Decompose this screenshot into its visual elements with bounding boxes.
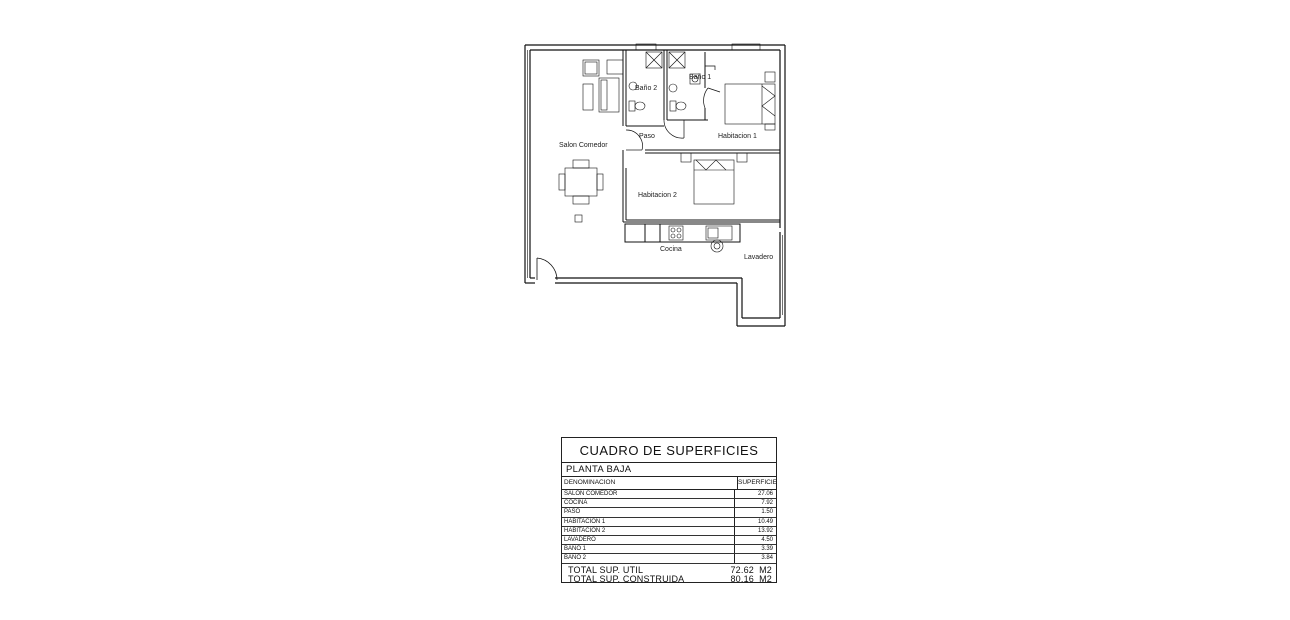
table-row: BAÑO 2 3.84 bbox=[562, 554, 776, 564]
table-header-row: DENOMINACION SUPERFICIE bbox=[562, 477, 778, 490]
row-name: BAÑO 2 bbox=[562, 554, 735, 563]
table-row: BAÑO 1 3.39 bbox=[562, 545, 776, 555]
label-cocina: Cocina bbox=[660, 246, 682, 253]
row-area: 1.50 bbox=[761, 509, 773, 516]
table-row: HABITACION 2 13.92 bbox=[562, 526, 776, 536]
label-habitacion-2: Habitacion 2 bbox=[638, 192, 677, 199]
row-name: LAVADERO bbox=[562, 535, 735, 545]
interior-doors bbox=[625, 65, 721, 151]
row-area: 27.06 bbox=[757, 491, 773, 497]
table-body: SALON COMEDOR 27.06 COCINA 7.92 PASO 1.50 H… bbox=[562, 490, 776, 564]
total-construida-value: 80.16 bbox=[730, 574, 754, 584]
row-area: 3.39 bbox=[761, 546, 773, 553]
table-row: HABITACION 1 10.49 bbox=[562, 517, 776, 527]
row-area: 10.49 bbox=[757, 518, 773, 525]
total-util-label: TOTAL SUP. UTIL bbox=[568, 564, 644, 575]
table-totals: TOTAL SUP. UTIL 72.62 M2 TOTAL SUP. CONS… bbox=[562, 564, 776, 585]
table-row: PASO 1.50 bbox=[562, 508, 776, 518]
label-habitacion-1: Habitacion 1 bbox=[718, 133, 757, 140]
bedroom-furniture bbox=[680, 71, 776, 205]
row-name: COCINA bbox=[562, 499, 735, 508]
total-util-row: TOTAL SUP. UTIL 72.62 M2 bbox=[568, 564, 772, 576]
label-bano-2: Baño 2 bbox=[635, 85, 657, 92]
total-construida-unit: M2 bbox=[759, 574, 772, 584]
row-name: SALON COMEDOR bbox=[562, 490, 735, 499]
row-area: 4.50 bbox=[761, 536, 773, 543]
facade-window bbox=[527, 49, 560, 278]
table-title: CUADRO DE SUPERFICIES bbox=[562, 438, 776, 463]
living-furniture bbox=[558, 59, 624, 223]
label-bano-1: Baño 1 bbox=[689, 74, 711, 81]
col-area-header: SUPERFICIE bbox=[738, 479, 778, 486]
row-name: HABITACION 2 bbox=[562, 526, 735, 535]
total-construida-label: TOTAL SUP. CONSTRUIDA bbox=[568, 574, 685, 584]
row-area: 13.92 bbox=[757, 527, 773, 534]
total-construida-row: TOTAL SUP. CONSTRUIDA 80.16 M2 bbox=[568, 574, 772, 585]
table-section: PLANTA BAJA bbox=[562, 463, 776, 477]
table-row: COCINA 7.92 bbox=[562, 499, 776, 509]
row-area: 3.84 bbox=[761, 555, 773, 562]
table-row: SALON COMEDOR 27.06 bbox=[562, 490, 776, 500]
row-area: 7.92 bbox=[761, 500, 773, 507]
bathroom-fixtures bbox=[628, 51, 701, 112]
row-name: HABITACION 1 bbox=[562, 517, 735, 526]
top-windows bbox=[635, 43, 761, 51]
total-util-unit: M2 bbox=[759, 564, 772, 575]
label-paso: Paso bbox=[639, 133, 655, 140]
kitchen-fixtures bbox=[668, 225, 733, 253]
total-util-value: 72.62 bbox=[730, 564, 754, 575]
col-name-header: DENOMINACION bbox=[562, 477, 738, 489]
label-salon-comedor: Salon Comedor bbox=[559, 142, 608, 149]
entrance-door bbox=[536, 257, 558, 281]
table-row: LAVADERO 4.50 bbox=[562, 535, 776, 546]
label-lavadero: Lavadero bbox=[744, 254, 773, 261]
row-name: BAÑO 1 bbox=[562, 545, 735, 554]
exterior-walls bbox=[524, 44, 786, 327]
row-name: PASO bbox=[562, 508, 735, 517]
interior-walls bbox=[622, 50, 780, 243]
surface-table: CUADRO DE SUPERFICIES PLANTA BAJA DENOMI… bbox=[561, 437, 778, 585]
